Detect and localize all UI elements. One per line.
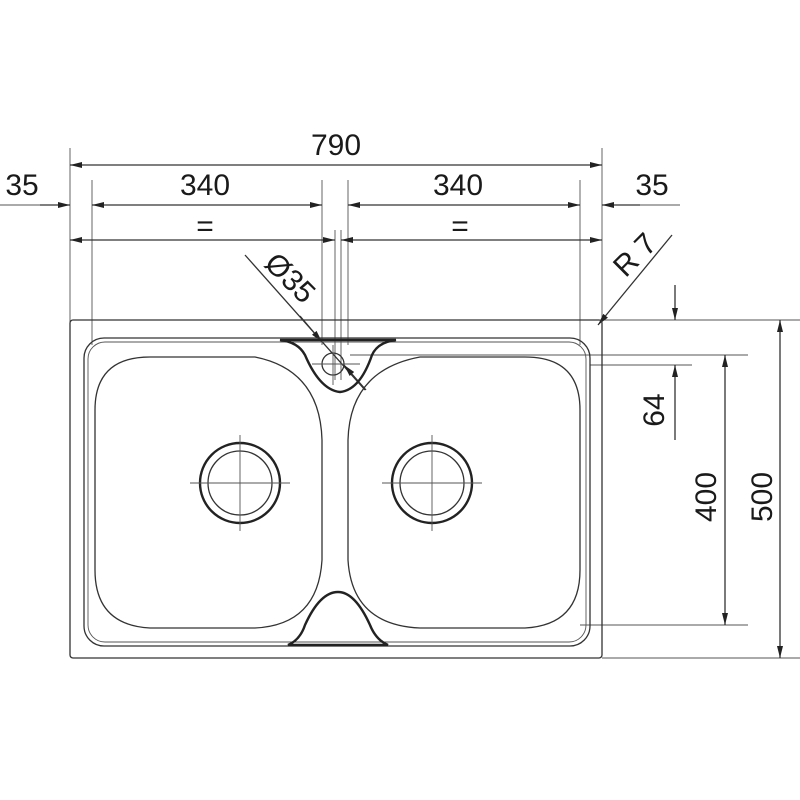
dim-left-bowl-width: 340	[180, 169, 230, 202]
dim-overall-depth: 500	[746, 472, 779, 522]
dimension-lines	[40, 162, 783, 658]
dim-right-bowl-width: 340	[433, 169, 483, 202]
sink-outline	[69, 319, 603, 659]
bottom-notch	[287, 590, 389, 647]
sink-rim	[83, 337, 591, 647]
extension-lines	[0, 148, 800, 659]
sink-body	[69, 319, 603, 659]
dim-tap-hole: Ø35	[258, 247, 321, 310]
dim-right-margin: 35	[635, 169, 668, 202]
dim-rim-offset: 64	[638, 393, 671, 426]
right-bowl	[347, 356, 581, 629]
dim-corner-radius: R 7	[607, 227, 663, 283]
dim-overall-width: 790	[311, 129, 361, 162]
dim-bowl-depth: 400	[690, 472, 723, 522]
right-drain	[382, 435, 482, 531]
left-bowl	[94, 356, 323, 629]
top-notch	[279, 338, 397, 394]
dim-equal-left: =	[196, 210, 214, 243]
dim-left-margin: 35	[5, 169, 38, 202]
left-drain	[190, 435, 290, 531]
dim-equal-right: =	[451, 210, 469, 243]
